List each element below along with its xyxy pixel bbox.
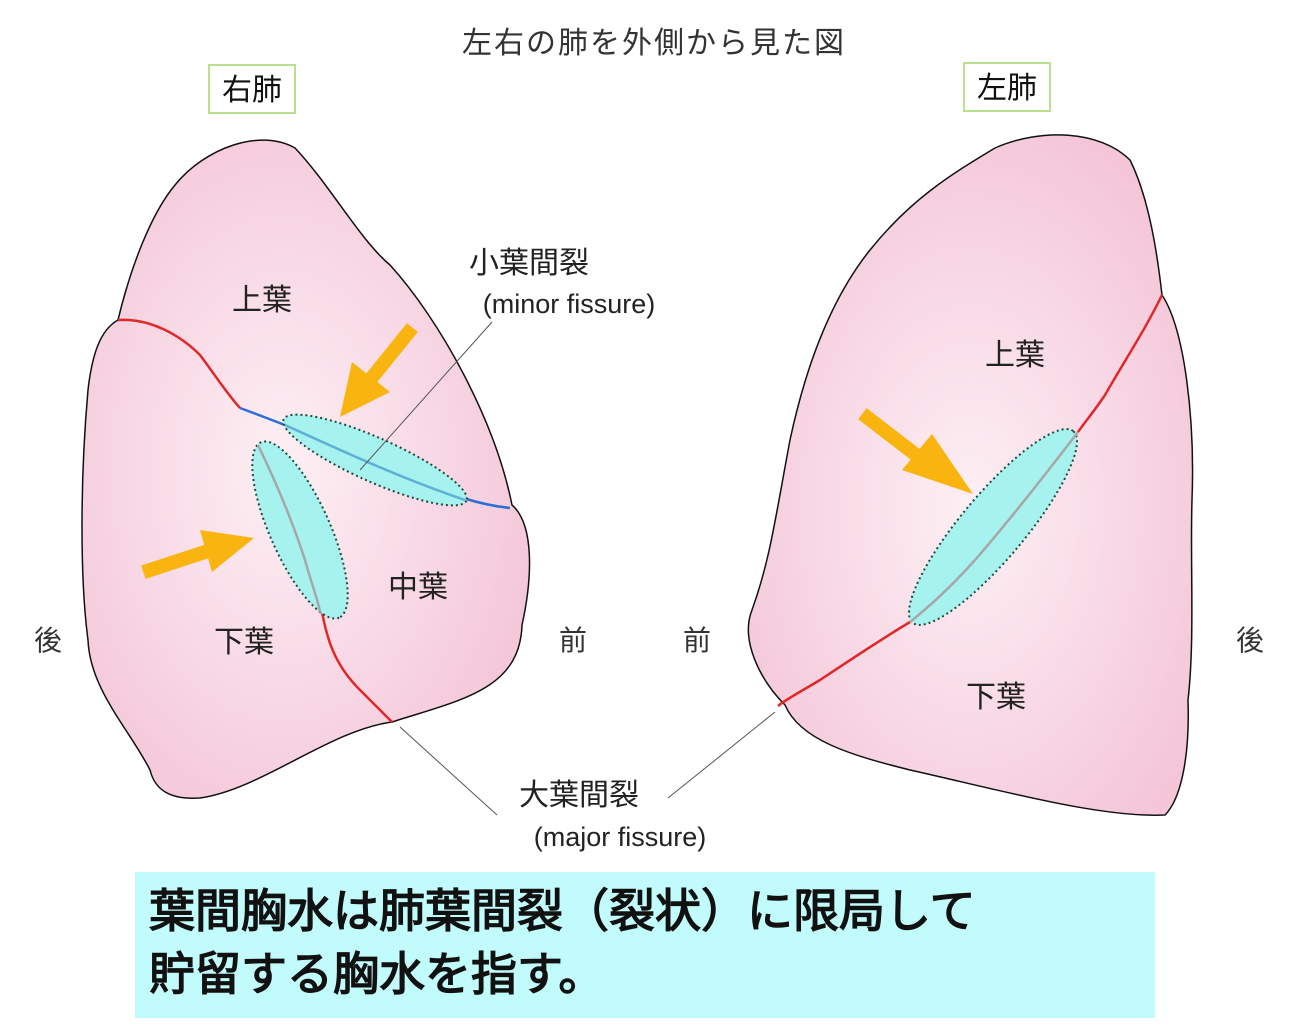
right-major-fissure-center xyxy=(256,444,322,613)
minor-fissure-en-label: (minor fissure) xyxy=(483,289,656,319)
right-major-fissure-lower xyxy=(318,599,393,723)
right-anterior-label: 前 xyxy=(559,624,587,657)
diagram-title: 左右の肺を外側から見た図 xyxy=(462,26,846,61)
arrow-major-left xyxy=(858,408,973,494)
minor-fissure-leader xyxy=(359,321,493,471)
arrow-minor xyxy=(340,323,418,417)
right-minor-fissure-center xyxy=(284,423,466,502)
left-major-fissure-upper xyxy=(1076,294,1164,433)
left-upper-lobe-label: 上葉 xyxy=(985,338,1045,373)
major-fissure-jp-label: 大葉間裂 xyxy=(519,778,639,813)
right-upper-lobe-label: 上葉 xyxy=(232,283,292,318)
major-fissure-leader-right xyxy=(399,726,498,816)
caption-line-1: 葉間胸水は肺葉間裂（裂状）に限局して xyxy=(149,884,976,938)
left-posterior-label: 後 xyxy=(1236,624,1264,657)
left-major-fissure-center xyxy=(909,431,1079,623)
lung-diagram: 上葉 中葉 下葉 後 前 上葉 下葉 前 後 小葉間裂 (minor fissu… xyxy=(34,134,1264,852)
right-posterior-label: 後 xyxy=(34,624,62,657)
right-lower-lobe-label: 下葉 xyxy=(214,625,274,660)
right-lung xyxy=(81,139,531,799)
left-anterior-label: 前 xyxy=(683,624,711,657)
right-lung-body xyxy=(81,139,531,799)
major-fissure-en-label: (major fissure) xyxy=(534,822,707,852)
minor-fissure-jp-label: 小葉間裂 xyxy=(469,246,589,281)
left-major-fissure-lower xyxy=(777,620,911,707)
right-major-fissure-upper xyxy=(117,318,241,409)
left-major-effusion xyxy=(907,428,1079,626)
caption-box: 葉間胸水は肺葉間裂（裂状）に限局して 貯留する胸水を指す。 xyxy=(135,872,1155,1018)
left-lung xyxy=(747,134,1194,816)
major-fissure-leader-left xyxy=(667,711,776,799)
left-lung-body xyxy=(747,134,1194,816)
arrow-major-right xyxy=(141,530,254,579)
left-lower-lobe-label: 下葉 xyxy=(966,680,1026,715)
left-lung-label: 左肺 xyxy=(963,62,1051,112)
right-middle-lobe-label: 中葉 xyxy=(388,570,448,605)
caption-line-2: 貯留する胸水を指す。 xyxy=(149,947,605,1001)
right-lung-label: 右肺 xyxy=(208,64,296,114)
